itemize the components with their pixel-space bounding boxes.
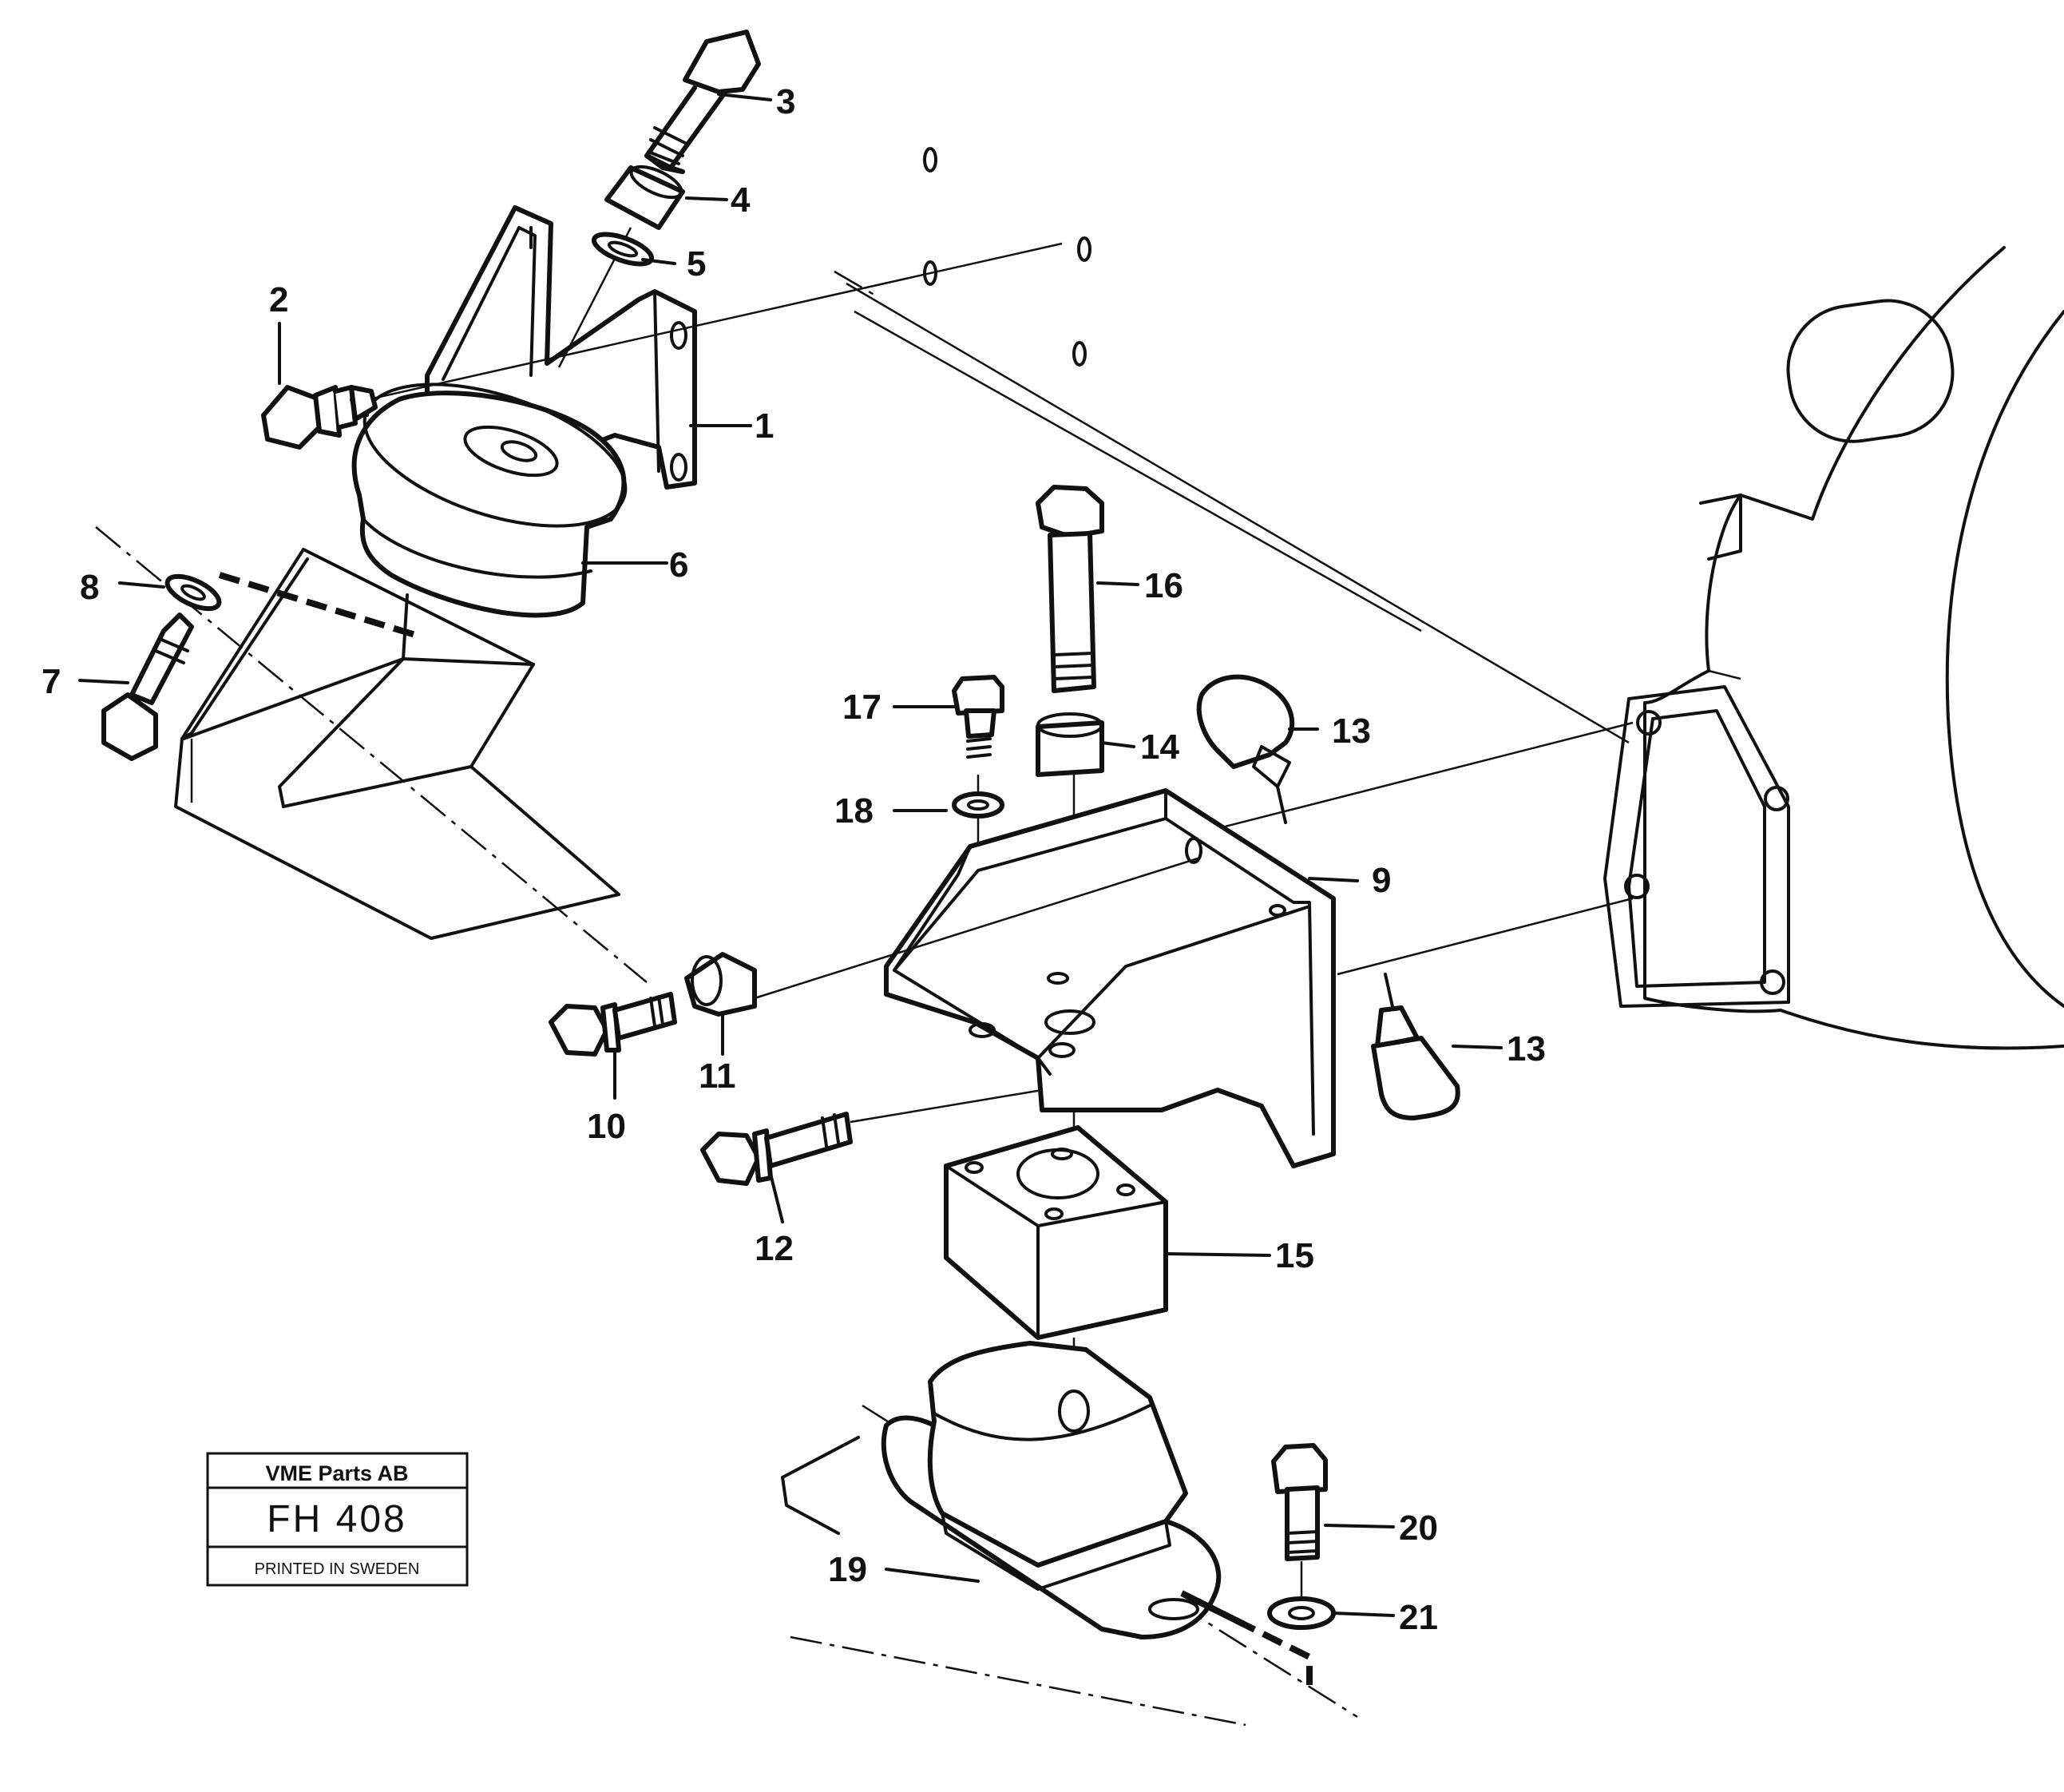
callout-14: 14 [1140,728,1179,767]
part-12-flange-bolt [700,1088,1043,1186]
part-20-bolt [1271,1443,1328,1597]
part-15-spacer-block [944,1125,1168,1453]
callout-13-upper: 13 [1332,712,1371,751]
callout-7: 7 [42,662,61,701]
part-21-washer [1267,1596,1336,1630]
leader-lines [78,93,1503,1617]
transmission-housing [1603,246,2064,1050]
callout-9: 9 [1372,861,1391,900]
callout-21: 21 [1399,1598,1438,1637]
callout-18: 18 [834,791,874,831]
callout-20: 20 [1399,1509,1438,1548]
callout-15: 15 [1275,1236,1314,1275]
part-13-adhesive-tube-lower [1371,973,1460,1120]
frame-bracket-left [174,548,620,940]
callout-19: 19 [828,1550,867,1589]
part-19-rubber-mount [781,1341,1313,1685]
callout-16: 16 [1144,566,1183,605]
callout-11: 11 [699,1057,736,1096]
part-11-spacer [684,857,1198,1017]
title-block-code: FH 408 [267,1498,406,1540]
callout-2: 2 [269,280,288,319]
part-13-adhesive-tube-upper [1196,674,1295,824]
part-10-flange-bolt [549,992,677,1057]
part-7-bolt [101,613,194,761]
part-5-washer [591,232,655,267]
callout-5: 5 [687,244,706,283]
callout-10: 10 [587,1107,626,1146]
title-block-printed: PRINTED IN SWEDEN [255,1560,420,1578]
part-3-bolt [644,30,761,174]
callout-17: 17 [842,688,881,727]
title-block-company: VME Parts AB [265,1461,408,1485]
callout-1: 1 [755,406,774,446]
callout-labels: 1 2 3 4 5 6 7 8 9 10 11 12 13 13 14 15 1… [42,82,1546,1637]
part-18-washer [952,791,1004,819]
part-2-flange-bolt [261,242,1063,450]
callout-3: 3 [776,82,795,121]
callout-12: 12 [755,1229,794,1268]
part-8-washer [164,572,417,638]
callout-4: 4 [731,180,751,220]
part-9-bracket [884,721,1634,1168]
callout-13-lower: 13 [1507,1029,1546,1068]
callout-6: 6 [669,545,688,585]
title-block: VME Parts AB FH 408 PRINTED IN SWEDEN [206,1452,469,1587]
callout-8: 8 [80,568,99,607]
part-6-rubber-bushing [351,383,628,618]
part-14-spacer [1036,712,1104,777]
frame-mount-holes [923,147,1091,367]
